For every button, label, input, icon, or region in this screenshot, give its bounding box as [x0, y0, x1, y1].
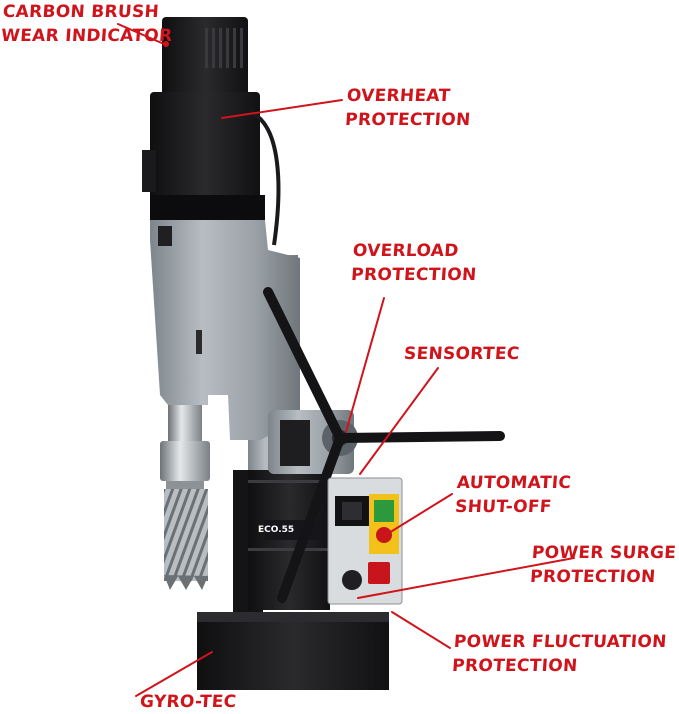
- magnetic-base: [197, 612, 389, 690]
- callout-line-1: CARBON BRUSH: [2, 2, 160, 22]
- callout-line-2: SHUT-OFF: [454, 497, 553, 517]
- callout-line-2: PROTECTION: [350, 265, 478, 285]
- model-label: ECO.55: [258, 525, 294, 535]
- spindle: [160, 405, 210, 489]
- callout-gyro-tec: GYRO-TEC: [139, 690, 237, 714]
- callout-overheat-protection: OVERHEAT PROTECTION: [344, 84, 473, 132]
- motor-housing: [142, 17, 265, 220]
- callout-overload-protection: OVERLOAD PROTECTION: [350, 239, 479, 287]
- callout-line-2: PROTECTION: [344, 110, 472, 130]
- callout-line-1: OVERHEAT: [346, 86, 452, 106]
- drill-carriage: [150, 220, 300, 440]
- callout-leaders: [117, 23, 575, 697]
- callout-power-fluctuation-protection: POWER FLUCTUATION PROTECTION: [451, 630, 667, 678]
- callout-line-1: SENSORTEC: [403, 344, 521, 364]
- carbon-brush-indicator-light: [163, 41, 169, 47]
- control-panel: [327, 477, 403, 605]
- motor-cable: [249, 110, 281, 246]
- callout-line-1: OVERLOAD: [352, 241, 460, 261]
- callout-line-2: PROTECTION: [451, 656, 579, 676]
- callout-power-surge-protection: POWER SURGE PROTECTION: [529, 541, 677, 589]
- annular-cutter: [164, 489, 208, 590]
- callout-carbon-brush-wear-indicator: CARBON BRUSH WEAR INDICATOR: [0, 0, 175, 48]
- callout-line-2: PROTECTION: [529, 567, 657, 587]
- callout-line-1: POWER FLUCTUATION: [453, 632, 668, 652]
- callout-line-1: AUTOMATIC: [456, 473, 572, 493]
- callout-line-2: WEAR INDICATOR: [0, 26, 174, 46]
- callout-line-1: POWER SURGE: [531, 543, 677, 563]
- feed-handles: [263, 287, 505, 603]
- callout-line-1: GYRO-TEC: [139, 692, 238, 712]
- callout-sensortec: SENSORTEC: [403, 342, 520, 366]
- callout-automatic-shut-off: AUTOMATIC SHUT-OFF: [454, 471, 572, 519]
